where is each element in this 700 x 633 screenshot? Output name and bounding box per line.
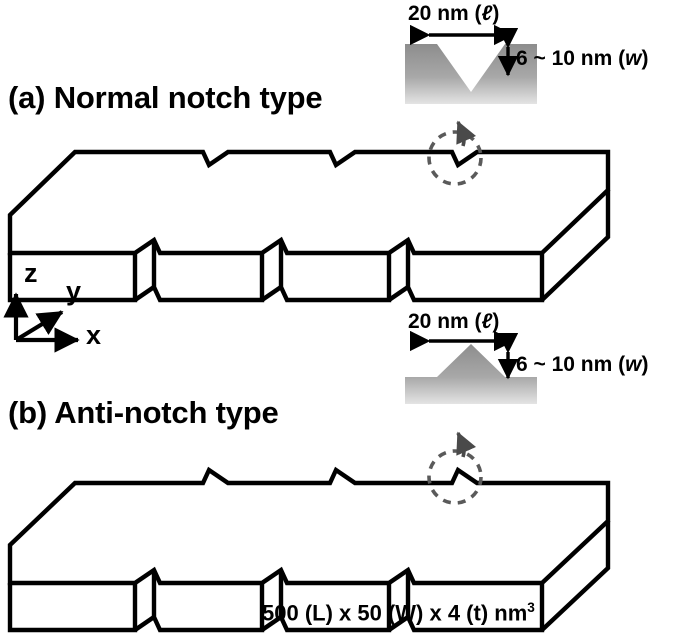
slab-a-notch-sliver-2: [260, 285, 283, 302]
panel-label-b: (b) Anti-notch type: [8, 395, 279, 430]
anti-notch-length-suffix: ): [492, 310, 500, 333]
slab-dimensions-exponent: 3: [527, 600, 535, 615]
slab-b-top-face: [7, 466, 611, 586]
slab-b-right-face: [540, 521, 611, 632]
slab-b-front-face-4: [405, 570, 545, 633]
axis-label-z: z: [24, 258, 38, 288]
normal-notch-width-symbol: w: [625, 47, 642, 70]
highlight-circle-b: [427, 449, 483, 505]
slab-a-front-face-2: [151, 240, 265, 303]
slab-a-front-face-3: [278, 240, 392, 303]
axis-y-line: [14, 310, 64, 342]
slab-b-notch-sliver-3: [387, 615, 410, 632]
slab-b-notch-sliver-2: [260, 615, 283, 632]
anti-notch-block: [405, 344, 537, 404]
normal-notch-width-label: 6 ~ 10 nm (w): [516, 47, 648, 71]
magnifier-normal-notch: [427, 120, 483, 186]
magnifier-anti-notch: [427, 431, 483, 505]
slab-b-front-face: [7, 583, 138, 633]
slab-dimensions-text: 500 (L) x 50 (W) x 4 (t) nm: [262, 600, 528, 626]
panel-label-a: (a) Normal notch type: [8, 80, 323, 115]
slab-b-notch-sliver-1: [133, 615, 156, 632]
anti-notch-width-suffix: ): [641, 353, 649, 376]
anti-notch-width-label: 6 ~ 10 nm (w): [516, 353, 648, 377]
callout-arrow-a: [456, 120, 477, 147]
axis-label-x: x: [86, 320, 102, 350]
normal-notch-length-prefix: 20 nm (: [408, 2, 482, 25]
slab-b-front-face-2: [151, 570, 265, 633]
slab-normal-notch: [7, 149, 611, 303]
anti-notch-width-prefix: 6 ~ 10 nm (: [516, 353, 626, 376]
slab-a-right-face: [540, 190, 611, 302]
slab-b-front-face-3: [278, 570, 392, 633]
coordinate-axes: [3, 292, 80, 353]
slab-dimensions-caption: 500 (L) x 50 (W) x 4 (t) nm3: [262, 600, 535, 626]
slab-a-front-face: [7, 253, 138, 303]
anti-notch-length-symbol: ℓ: [481, 310, 493, 333]
highlight-circle-a: [427, 130, 483, 186]
normal-notch-width-suffix: ): [641, 47, 649, 70]
slab-a-front-face-4: [405, 240, 545, 303]
axis-label-y: y: [66, 276, 82, 306]
normal-notch-length-symbol: ℓ: [481, 2, 493, 25]
inset-normal-notch: [405, 24, 537, 104]
slab-a-notch-sliver-1: [133, 285, 156, 302]
callout-arrow-b: [456, 431, 477, 458]
normal-notch-length-suffix: ): [492, 2, 500, 25]
slab-anti-notch: [7, 466, 611, 633]
anti-notch-length-label: 20 nm (ℓ): [408, 310, 499, 334]
slab-a-notch-sliver-3: [387, 285, 410, 302]
anti-notch-length-prefix: 20 nm (: [408, 310, 482, 333]
slab-a-top-face: [7, 149, 611, 256]
anti-notch-width-symbol: w: [625, 353, 642, 376]
normal-notch-width-prefix: 6 ~ 10 nm (: [516, 47, 626, 70]
normal-notch-length-label: 20 nm (ℓ): [408, 2, 499, 26]
inset-anti-notch: [405, 330, 537, 404]
